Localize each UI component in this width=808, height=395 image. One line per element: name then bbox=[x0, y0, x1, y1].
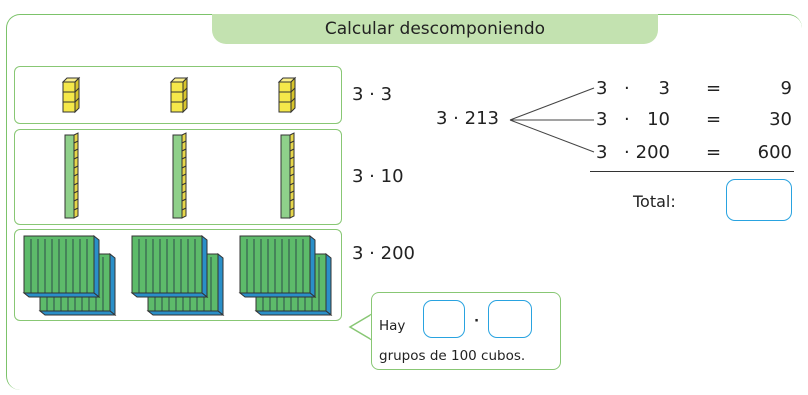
ten-rod bbox=[280, 132, 295, 219]
page-title: Calcular descomponiendo bbox=[212, 14, 658, 44]
equation-row: 3 · 3 = 9 bbox=[596, 78, 792, 102]
total-answer-box[interactable] bbox=[726, 179, 792, 221]
expr-tens: 3 · 10 bbox=[352, 166, 404, 187]
callout-box: Hay · grupos de 100 cubos. bbox=[371, 292, 561, 370]
ten-rods-illustration bbox=[64, 132, 295, 219]
eq-factor-b: 200 bbox=[635, 142, 670, 163]
eq-factor-a: 3 bbox=[596, 142, 608, 163]
expr-hundreds: 3 · 200 bbox=[352, 243, 415, 264]
cube-stack bbox=[169, 76, 189, 114]
eq-equals: = bbox=[706, 142, 722, 163]
hundred-flat bbox=[22, 234, 101, 299]
eq-operator: · bbox=[624, 78, 630, 99]
eq-result: 600 bbox=[757, 142, 792, 163]
panel-units bbox=[14, 66, 342, 124]
cube-stack bbox=[61, 76, 81, 114]
eq-equals: = bbox=[706, 109, 722, 130]
panel-hundreds bbox=[14, 229, 342, 321]
eq-operator: · bbox=[624, 142, 630, 163]
expr-units: 3 · 3 bbox=[352, 84, 393, 105]
total-label: Total: bbox=[633, 192, 676, 211]
eq-equals: = bbox=[706, 78, 722, 99]
callout-dot: · bbox=[474, 313, 480, 329]
sum-line bbox=[590, 171, 794, 172]
eq-factor-b: 3 bbox=[658, 78, 670, 99]
ten-rod bbox=[172, 132, 187, 219]
main-expression: 3 · 213 bbox=[436, 108, 499, 129]
equation-row: 3 · 10 = 30 bbox=[596, 109, 792, 133]
equation-row: 3 · 200 = 600 bbox=[596, 142, 792, 166]
unit-cubes-illustration bbox=[61, 76, 297, 114]
hundred-flats-illustration bbox=[22, 234, 333, 317]
groups-answer-box-1[interactable] bbox=[423, 300, 465, 338]
branch-lines bbox=[509, 87, 595, 153]
eq-factor-a: 3 bbox=[596, 109, 608, 130]
eq-result: 30 bbox=[769, 109, 792, 130]
hundred-flat bbox=[130, 234, 209, 299]
ten-rod bbox=[64, 132, 79, 219]
cube-stack bbox=[277, 76, 297, 114]
callout-hay: Hay bbox=[379, 318, 406, 334]
callout-line2: grupos de 100 cubos. bbox=[379, 348, 526, 364]
panel-tens bbox=[14, 129, 342, 225]
eq-result: 9 bbox=[780, 78, 792, 99]
groups-answer-box-2[interactable] bbox=[488, 300, 532, 338]
eq-operator: · bbox=[624, 109, 630, 130]
eq-factor-a: 3 bbox=[596, 78, 608, 99]
hundred-flat bbox=[238, 234, 317, 299]
eq-factor-b: 10 bbox=[647, 109, 670, 130]
